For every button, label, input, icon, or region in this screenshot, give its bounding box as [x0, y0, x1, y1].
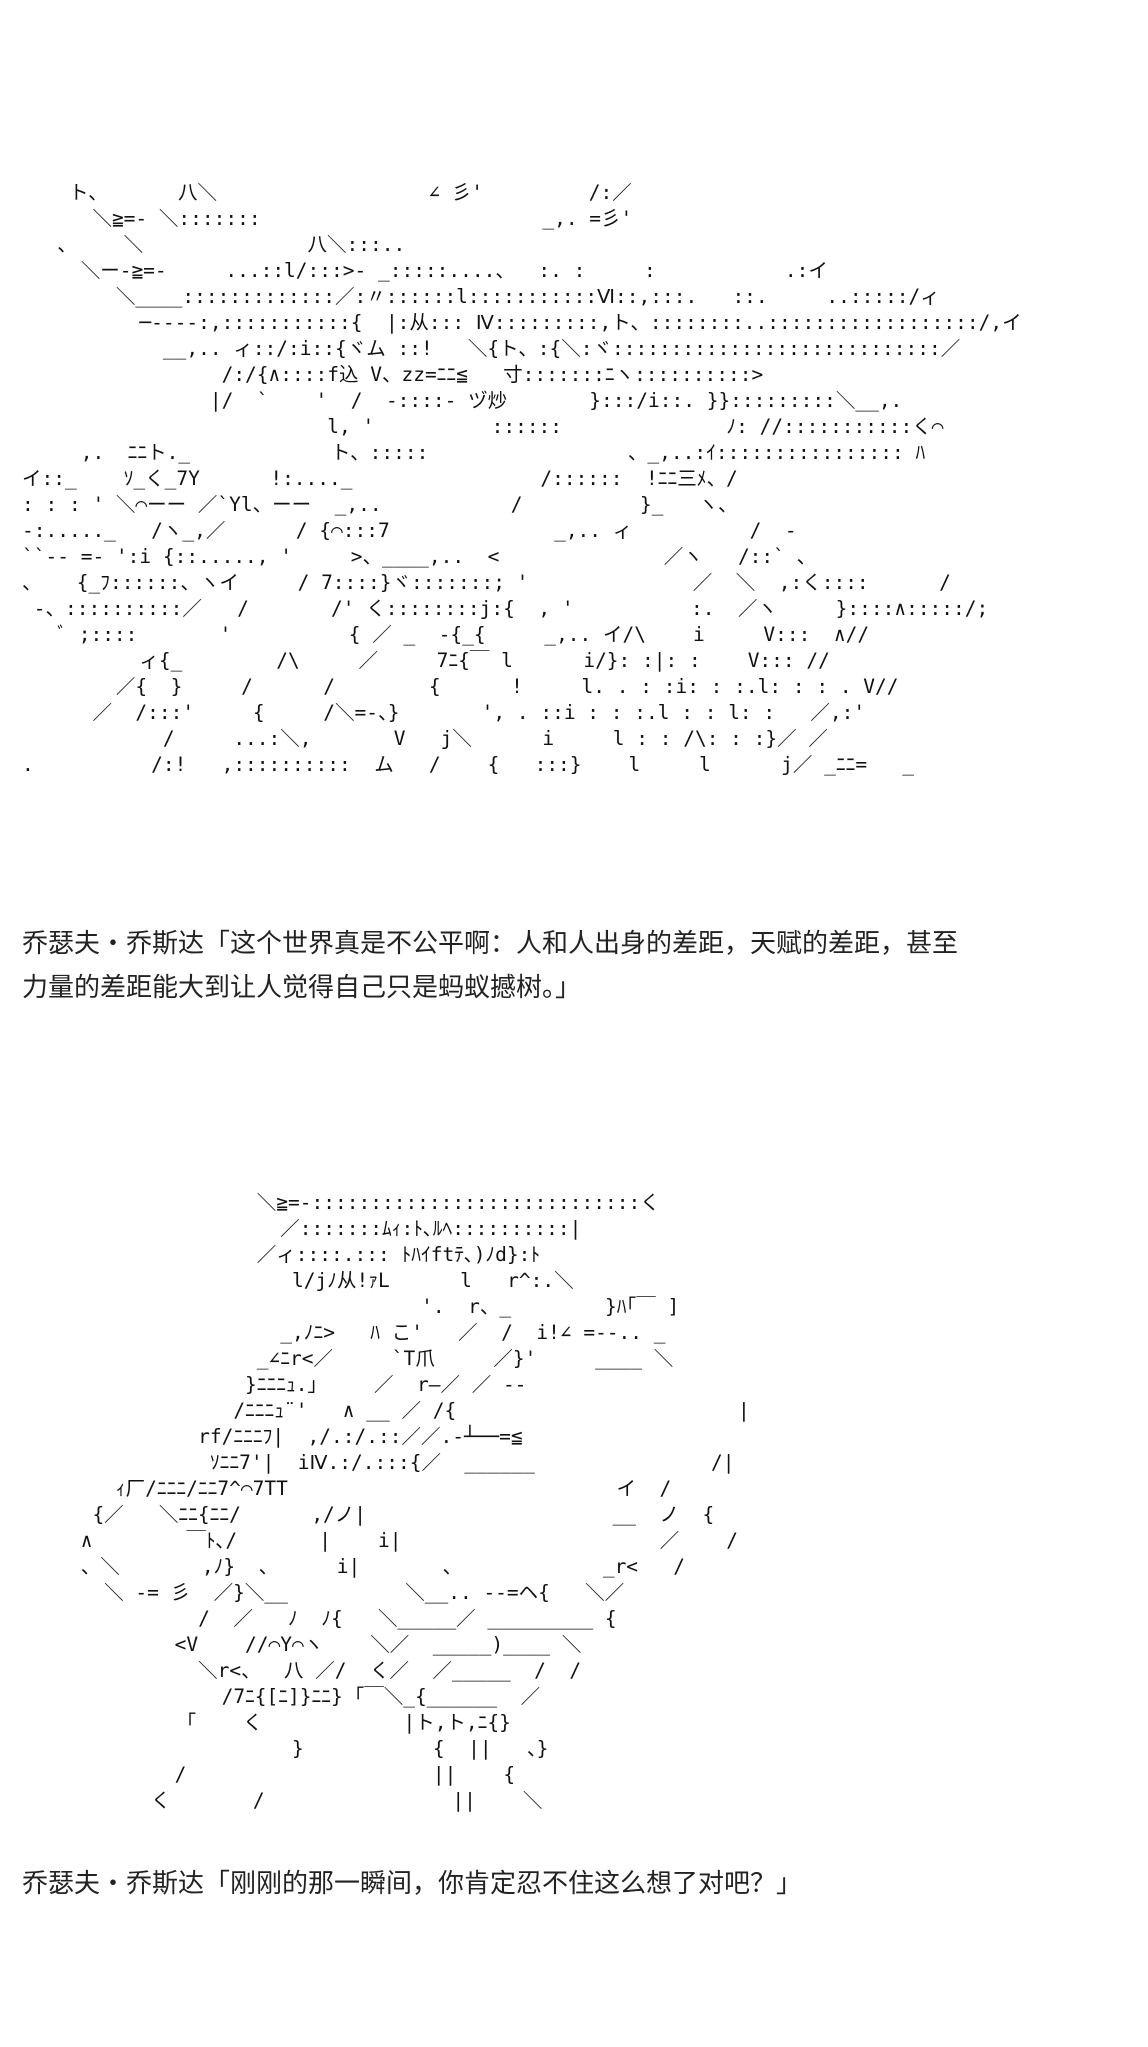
ascii-art-illustration: ＼≧=‐::::::::::::::::::::::::::::く ／:::::… — [80, 1191, 750, 1812]
dialogue-caption: 乔瑟夫・乔斯达「刚刚的那一瞬间，你肯定忍不住这么想了对吧？」 — [22, 1869, 803, 1899]
ascii-art-illustration: ト、 八＼ ∠ 彡' /:／ ＼≧=‐ ＼::::::: _,. =彡' 、 ＼… — [22, 181, 1022, 776]
comic-panel-2: ＼≧=‐::::::::::::::::::::::::::::く ／:::::… — [0, 1040, 1148, 2047]
dialogue-caption: 乔瑟夫・乔斯达「这个世界真是不公平啊：人和人出身的差距，天赋的差距，甚至力量的差… — [22, 929, 959, 1003]
comic-panel-1: ト、 八＼ ∠ 彡' /:／ ＼≧=‐ ＼::::::: _,. =彡' 、 ＼… — [22, 181, 1022, 1003]
